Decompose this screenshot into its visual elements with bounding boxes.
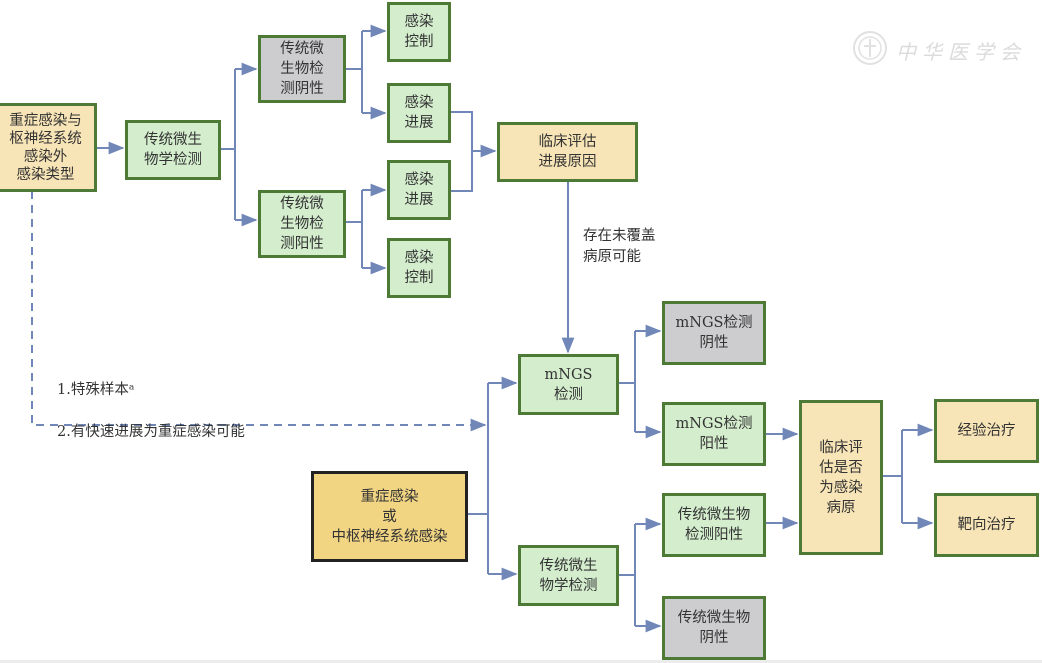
clinical-eval-progress-box: 临床评估 进展原因 bbox=[497, 122, 638, 182]
society-emblem-icon bbox=[853, 31, 887, 65]
conventional-positive-box-2: 传统微生物 检测阳性 bbox=[662, 493, 766, 557]
conventional-negative-box: 传统微 生物检 测阴性 bbox=[258, 35, 346, 103]
empirical-treatment-box: 经验治疗 bbox=[934, 399, 1039, 463]
condition-1: 1.特殊样本ᵃ bbox=[57, 382, 135, 398]
uncovered-pathogen-label: 存在未覆盖 病原可能 bbox=[583, 228, 656, 265]
condition-2: 2.有快速进展为重症感染可能 bbox=[57, 424, 245, 440]
dashed-path bbox=[31, 191, 487, 432]
conventional-negative-box-2: 传统微生物 阴性 bbox=[662, 596, 766, 660]
severe-or-cns-infection-box: 重症感染 或 中枢神经系统感染 bbox=[311, 471, 468, 562]
infection-progress-box-2: 感染 进展 bbox=[387, 160, 451, 220]
infection-control-box-1: 感染 控制 bbox=[387, 2, 451, 62]
conventional-test-box: 传统微生 物学检测 bbox=[125, 120, 221, 180]
mngs-test-box: mNGS 检测 bbox=[518, 354, 619, 415]
infection-progress-box-1: 感染 进展 bbox=[387, 83, 451, 143]
mngs-negative-box: mNGS检测 阴性 bbox=[662, 301, 766, 365]
conventional-test-box-2: 传统微生 物学检测 bbox=[518, 545, 619, 606]
conditions-list: 1.特殊样本ᵃ 2.有快速进展为重症感染可能 bbox=[57, 359, 245, 464]
clinical-eval-pathogen-box: 临床评 估是否 为感染 病原 bbox=[799, 400, 883, 555]
infection-type-source-box: 重症感染与 枢神经系统 感染外 感染类型 bbox=[0, 103, 97, 192]
watermark-text: 中华医学会 bbox=[896, 40, 1026, 64]
targeted-treatment-box: 靶向治疗 bbox=[934, 493, 1039, 557]
infection-control-box-2: 感染 控制 bbox=[387, 238, 451, 298]
mngs-positive-box: mNGS检测 阳性 bbox=[662, 402, 766, 466]
watermark: 中华医学会 bbox=[852, 30, 1042, 70]
bottom-divider bbox=[0, 660, 1042, 663]
conventional-positive-box: 传统微 生物检 测阳性 bbox=[258, 190, 346, 258]
